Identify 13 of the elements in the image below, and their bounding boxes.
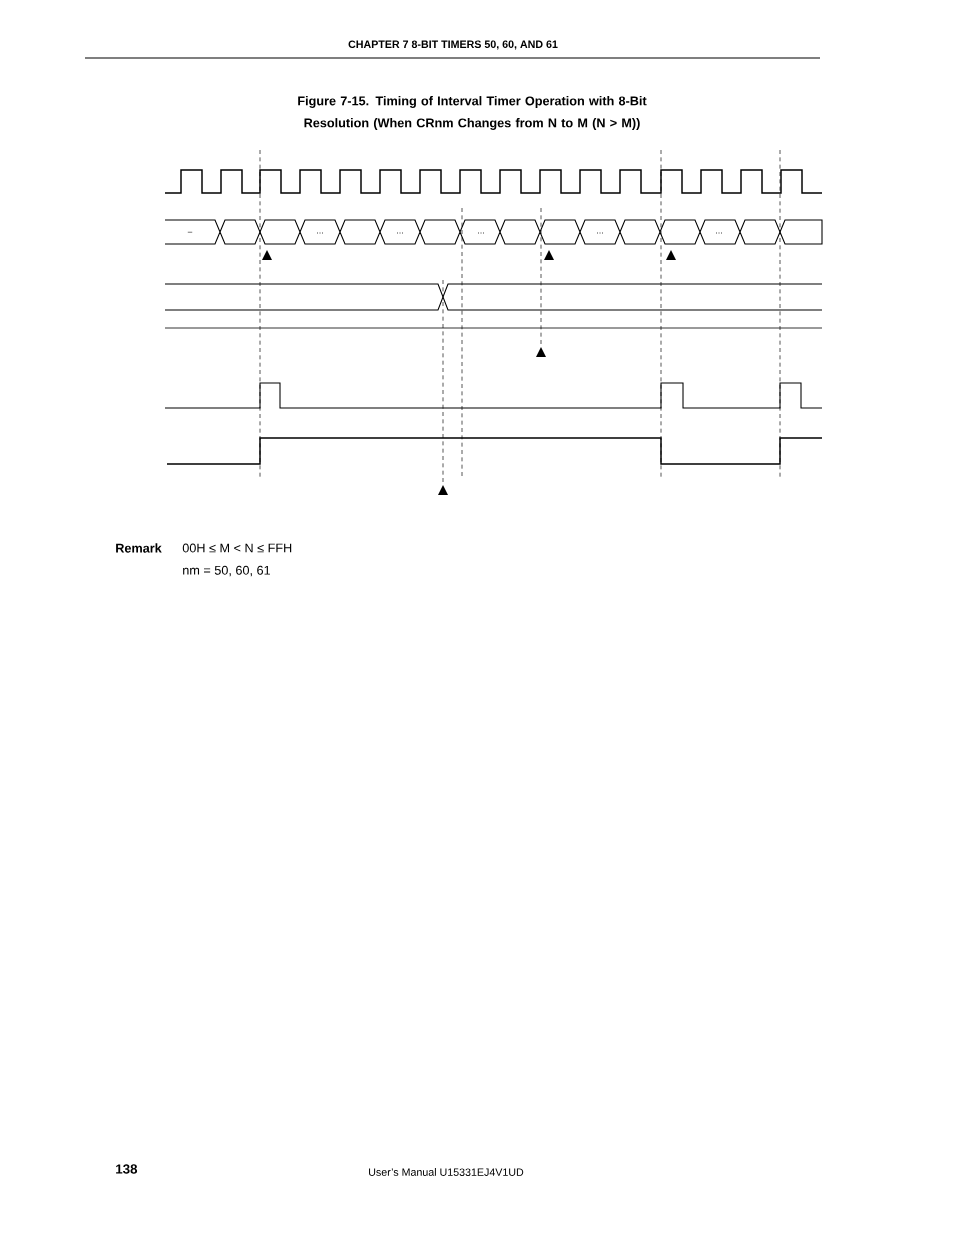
remark-text: 00H ≤ M < N ≤ FFH <box>182 543 292 553</box>
bus-value: … <box>597 232 603 234</box>
bus-value: … <box>397 232 403 234</box>
page-number: 138 <box>116 1164 138 1174</box>
remark-heading: Remark <box>116 543 162 553</box>
bus-value: … <box>317 232 323 234</box>
remark-text: nm = 50, 60, 61 <box>183 565 270 577</box>
bus-value: – <box>187 231 193 233</box>
bus-value: … <box>716 232 722 234</box>
footer-text: User’s Manual U15331EJ4V1UD <box>369 1168 524 1176</box>
bus-value: … <box>478 232 484 234</box>
figure-title: Figure 7-15. Timing of Interval Timer Operation with 8-Bit Resolution (When CRnm Changes from N to M (N > M)) <box>298 96 647 130</box>
chapter-header: CHAPTER 7 8-BIT TIMERS 50, 60, AND 61 <box>348 40 558 50</box>
